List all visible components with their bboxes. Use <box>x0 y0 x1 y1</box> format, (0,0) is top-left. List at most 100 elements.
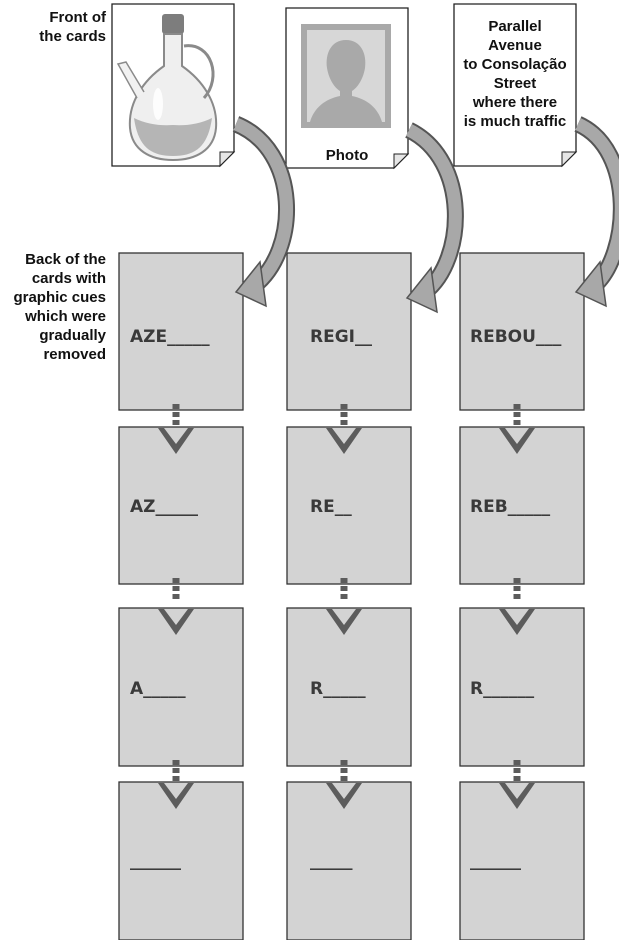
graphic-cue-text: AZ_____ <box>130 497 198 517</box>
back-card: AZE_____ <box>118 252 244 411</box>
liquid <box>134 118 212 156</box>
back-card-rect <box>459 426 585 585</box>
back-card: REB_____ <box>459 426 585 585</box>
person-silhouette <box>310 40 382 122</box>
front-card <box>111 3 236 168</box>
graphic-cue-text: ______ <box>130 851 182 871</box>
front-card-caption-line: where there <box>472 94 557 111</box>
front-card-caption-line: to Consolação <box>463 56 566 73</box>
down-arrow <box>326 578 362 635</box>
glass-highlight <box>153 88 163 120</box>
arrow-dash <box>172 578 180 583</box>
arrow-dash <box>513 768 521 773</box>
arrow-dash <box>513 760 521 765</box>
graphic-cue-text: _____ <box>310 851 353 871</box>
arrow-head <box>499 783 535 809</box>
flip-arrow-head <box>574 260 607 308</box>
down-arrow <box>158 578 194 635</box>
arrow-head <box>326 783 362 809</box>
back-card: REBOU___ <box>459 252 585 411</box>
person-silhouette-icon <box>301 24 391 128</box>
back-card: R_____ <box>286 607 412 767</box>
front-card-caption-line: Photo <box>326 147 369 164</box>
arrow-head <box>158 783 194 809</box>
bottle-handle <box>183 44 215 100</box>
back-card-rect <box>118 607 244 767</box>
arrow-dash <box>513 594 521 599</box>
back-card: REGI__ <box>286 252 412 411</box>
arrow-dash <box>340 420 348 425</box>
arrow-dash <box>513 412 521 417</box>
arrow-dash <box>340 404 348 409</box>
front-card-caption-line: Avenue <box>488 37 542 54</box>
back-card-rect <box>459 781 585 940</box>
arrow-head <box>326 609 362 635</box>
arrow-dash <box>172 760 180 765</box>
front-label-line: Front of <box>49 9 106 26</box>
down-arrow <box>158 404 194 454</box>
back-label-line: which were <box>25 308 106 325</box>
down-arrow <box>326 404 362 454</box>
graphic-cue-text: AZE_____ <box>130 327 210 347</box>
arrow-dash <box>172 404 180 409</box>
flip-arrow-head <box>234 260 267 308</box>
arrow-dash <box>172 776 180 781</box>
arrow-head <box>499 609 535 635</box>
down-arrow <box>499 578 535 635</box>
graphic-cue-text: RE__ <box>310 497 352 517</box>
page-curl <box>219 151 236 168</box>
back-card-rect <box>118 781 244 940</box>
graphic-cue-text: REB_____ <box>470 497 551 517</box>
back-label-line: removed <box>43 346 106 363</box>
back-card: ______ <box>118 781 244 940</box>
graphic-cue-text: R_____ <box>310 679 366 699</box>
back-card-rect <box>459 607 585 767</box>
arrow-dash <box>172 420 180 425</box>
back-card-rect <box>286 781 412 940</box>
cork-stopper <box>162 14 184 34</box>
front-card-caption-line: Street <box>494 75 537 92</box>
arrow-dash <box>513 578 521 583</box>
front-card: Photo <box>285 7 410 170</box>
front-card-caption-line: Parallel <box>488 18 541 35</box>
arrow-dash <box>172 768 180 773</box>
back-card: _____ <box>286 781 412 940</box>
back-of-cards-label: Back of the cards with graphic cues whic… <box>4 250 106 364</box>
back-card-rect <box>118 426 244 585</box>
flip-arrow <box>404 122 464 314</box>
arrow-dash <box>172 594 180 599</box>
arrow-dash <box>513 586 521 591</box>
arrow-dash <box>172 586 180 591</box>
flip-arrow <box>573 116 619 308</box>
back-card: R______ <box>459 607 585 767</box>
front-card-caption-line: is much traffic <box>464 113 567 130</box>
down-arrow <box>158 760 194 809</box>
arrow-head <box>158 428 194 454</box>
arrow-dash <box>340 760 348 765</box>
back-card: ______ <box>459 781 585 940</box>
back-card: AZ_____ <box>118 426 244 585</box>
graphic-cue-text: ______ <box>470 851 522 871</box>
arrow-dash <box>340 586 348 591</box>
flip-arrow-shaft <box>233 117 293 292</box>
arrow-dash <box>513 420 521 425</box>
back-card: RE__ <box>286 426 412 585</box>
back-label-line: Back of the <box>25 251 106 268</box>
graphic-cue-text: R______ <box>470 679 535 699</box>
arrow-head <box>326 428 362 454</box>
arrow-dash <box>340 594 348 599</box>
arrow-dash <box>340 578 348 583</box>
down-arrow <box>499 760 535 809</box>
page-curl <box>393 153 410 170</box>
flip-arrow <box>232 116 295 308</box>
arrow-head <box>158 609 194 635</box>
graphic-cue-text: REGI__ <box>310 327 372 347</box>
arrow-head <box>499 428 535 454</box>
back-label-line: graphic cues <box>13 289 106 306</box>
flip-arrow-head <box>405 266 438 314</box>
back-label-line: gradually <box>39 327 106 344</box>
back-card-rect <box>286 607 412 767</box>
down-arrow <box>499 404 535 454</box>
